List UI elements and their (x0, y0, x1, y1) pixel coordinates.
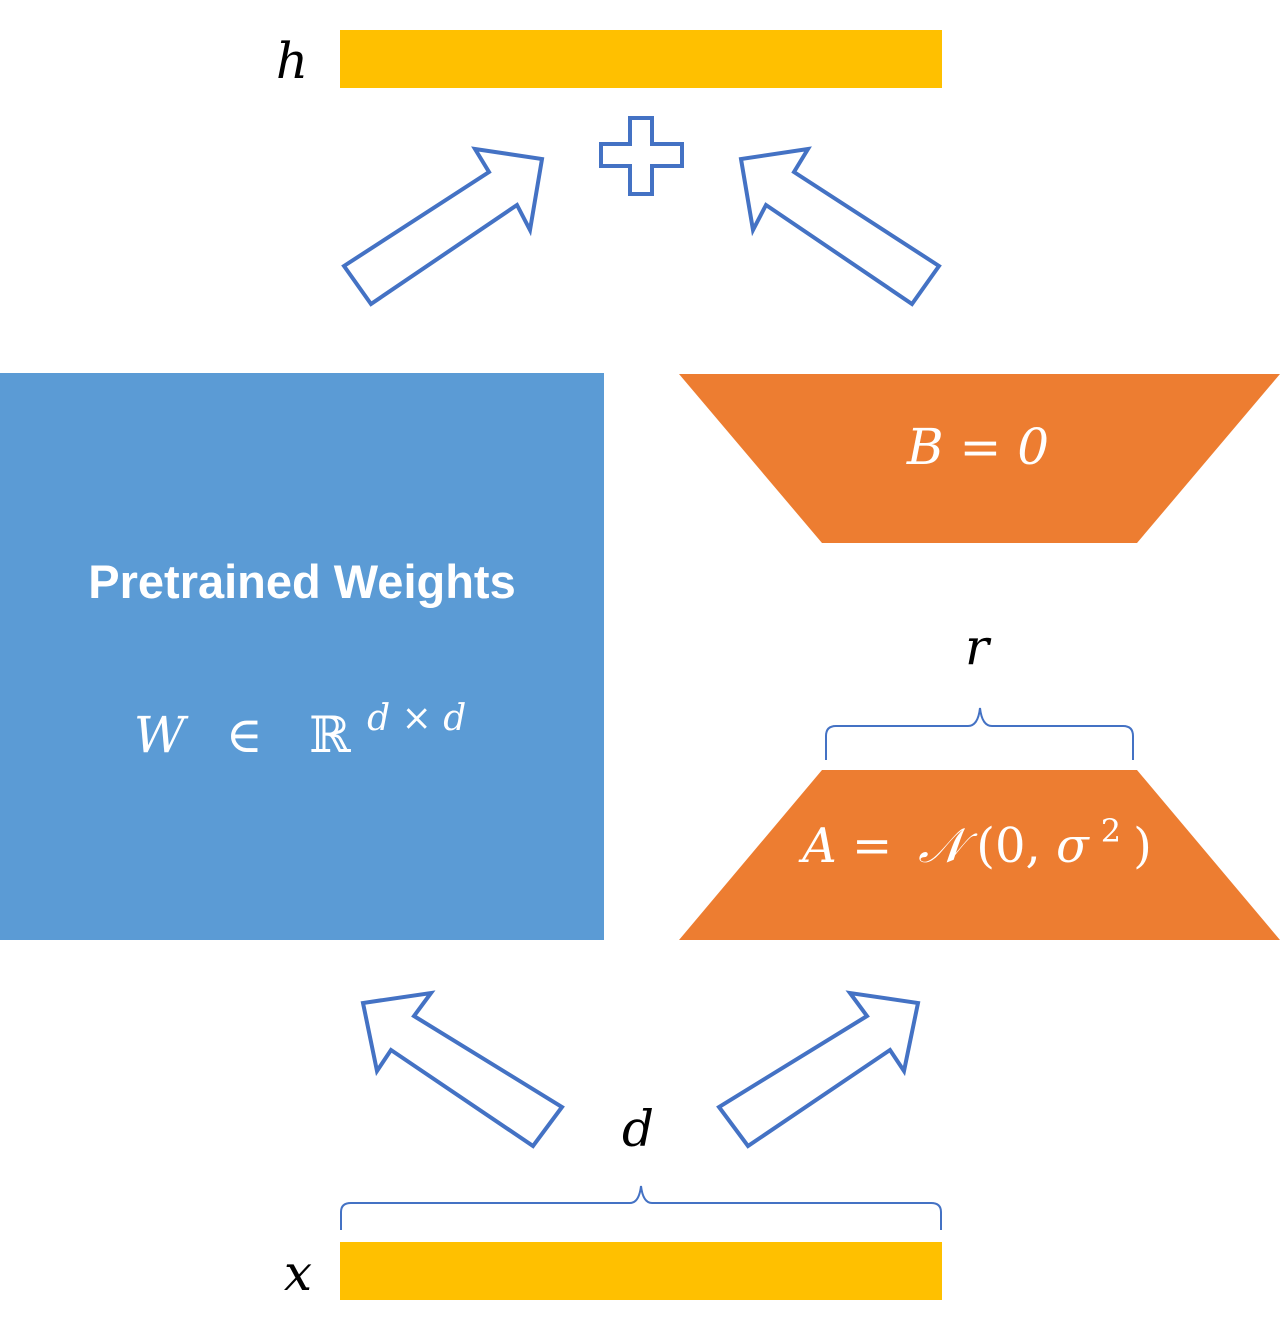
weight-symbol: W (134, 706, 189, 764)
arrow-pretrained-to-sum-icon (341, 146, 545, 307)
pretrained-weights-block (0, 373, 604, 940)
input-vector-label: x (284, 1244, 312, 1302)
a-matrix-lhs: A = (798, 818, 892, 874)
a-matrix-block (679, 770, 1280, 940)
input-vector-bar (340, 1242, 942, 1300)
a-matrix-args-close: ) (1133, 818, 1152, 874)
rank-label: r (965, 618, 992, 676)
plus-icon (599, 116, 684, 196)
dimension-brace (340, 1185, 942, 1230)
arrow-input-to-pretrained-icon (360, 990, 565, 1149)
weight-matrix-formula: W ∈ ℝ d × d (134, 698, 467, 764)
a-matrix-formula: A = 𝒩 (0, σ 2 ) (798, 800, 1152, 874)
sigma-symbol: σ (1056, 818, 1090, 874)
arrow-lora-to-sum-icon (738, 146, 942, 307)
arrow-input-to-lora-icon (716, 990, 921, 1149)
element-of-symbol: ∈ (226, 706, 263, 764)
real-set-symbol: ℝ (309, 706, 351, 764)
a-matrix-args-open: (0, (976, 818, 1056, 874)
output-vector-label: h (276, 32, 308, 90)
pretrained-weights-title: Pretrained Weights (88, 555, 515, 608)
normal-dist-symbol: 𝒩 (918, 818, 978, 874)
weight-dims: d × d (367, 698, 466, 739)
rank-brace (825, 707, 1134, 760)
b-matrix-label: B = 0 (906, 418, 1049, 476)
output-vector-bar (340, 30, 942, 88)
sigma-exponent: 2 (1101, 812, 1121, 850)
b-matrix-block (679, 374, 1280, 543)
dimension-label: d (622, 1100, 654, 1158)
